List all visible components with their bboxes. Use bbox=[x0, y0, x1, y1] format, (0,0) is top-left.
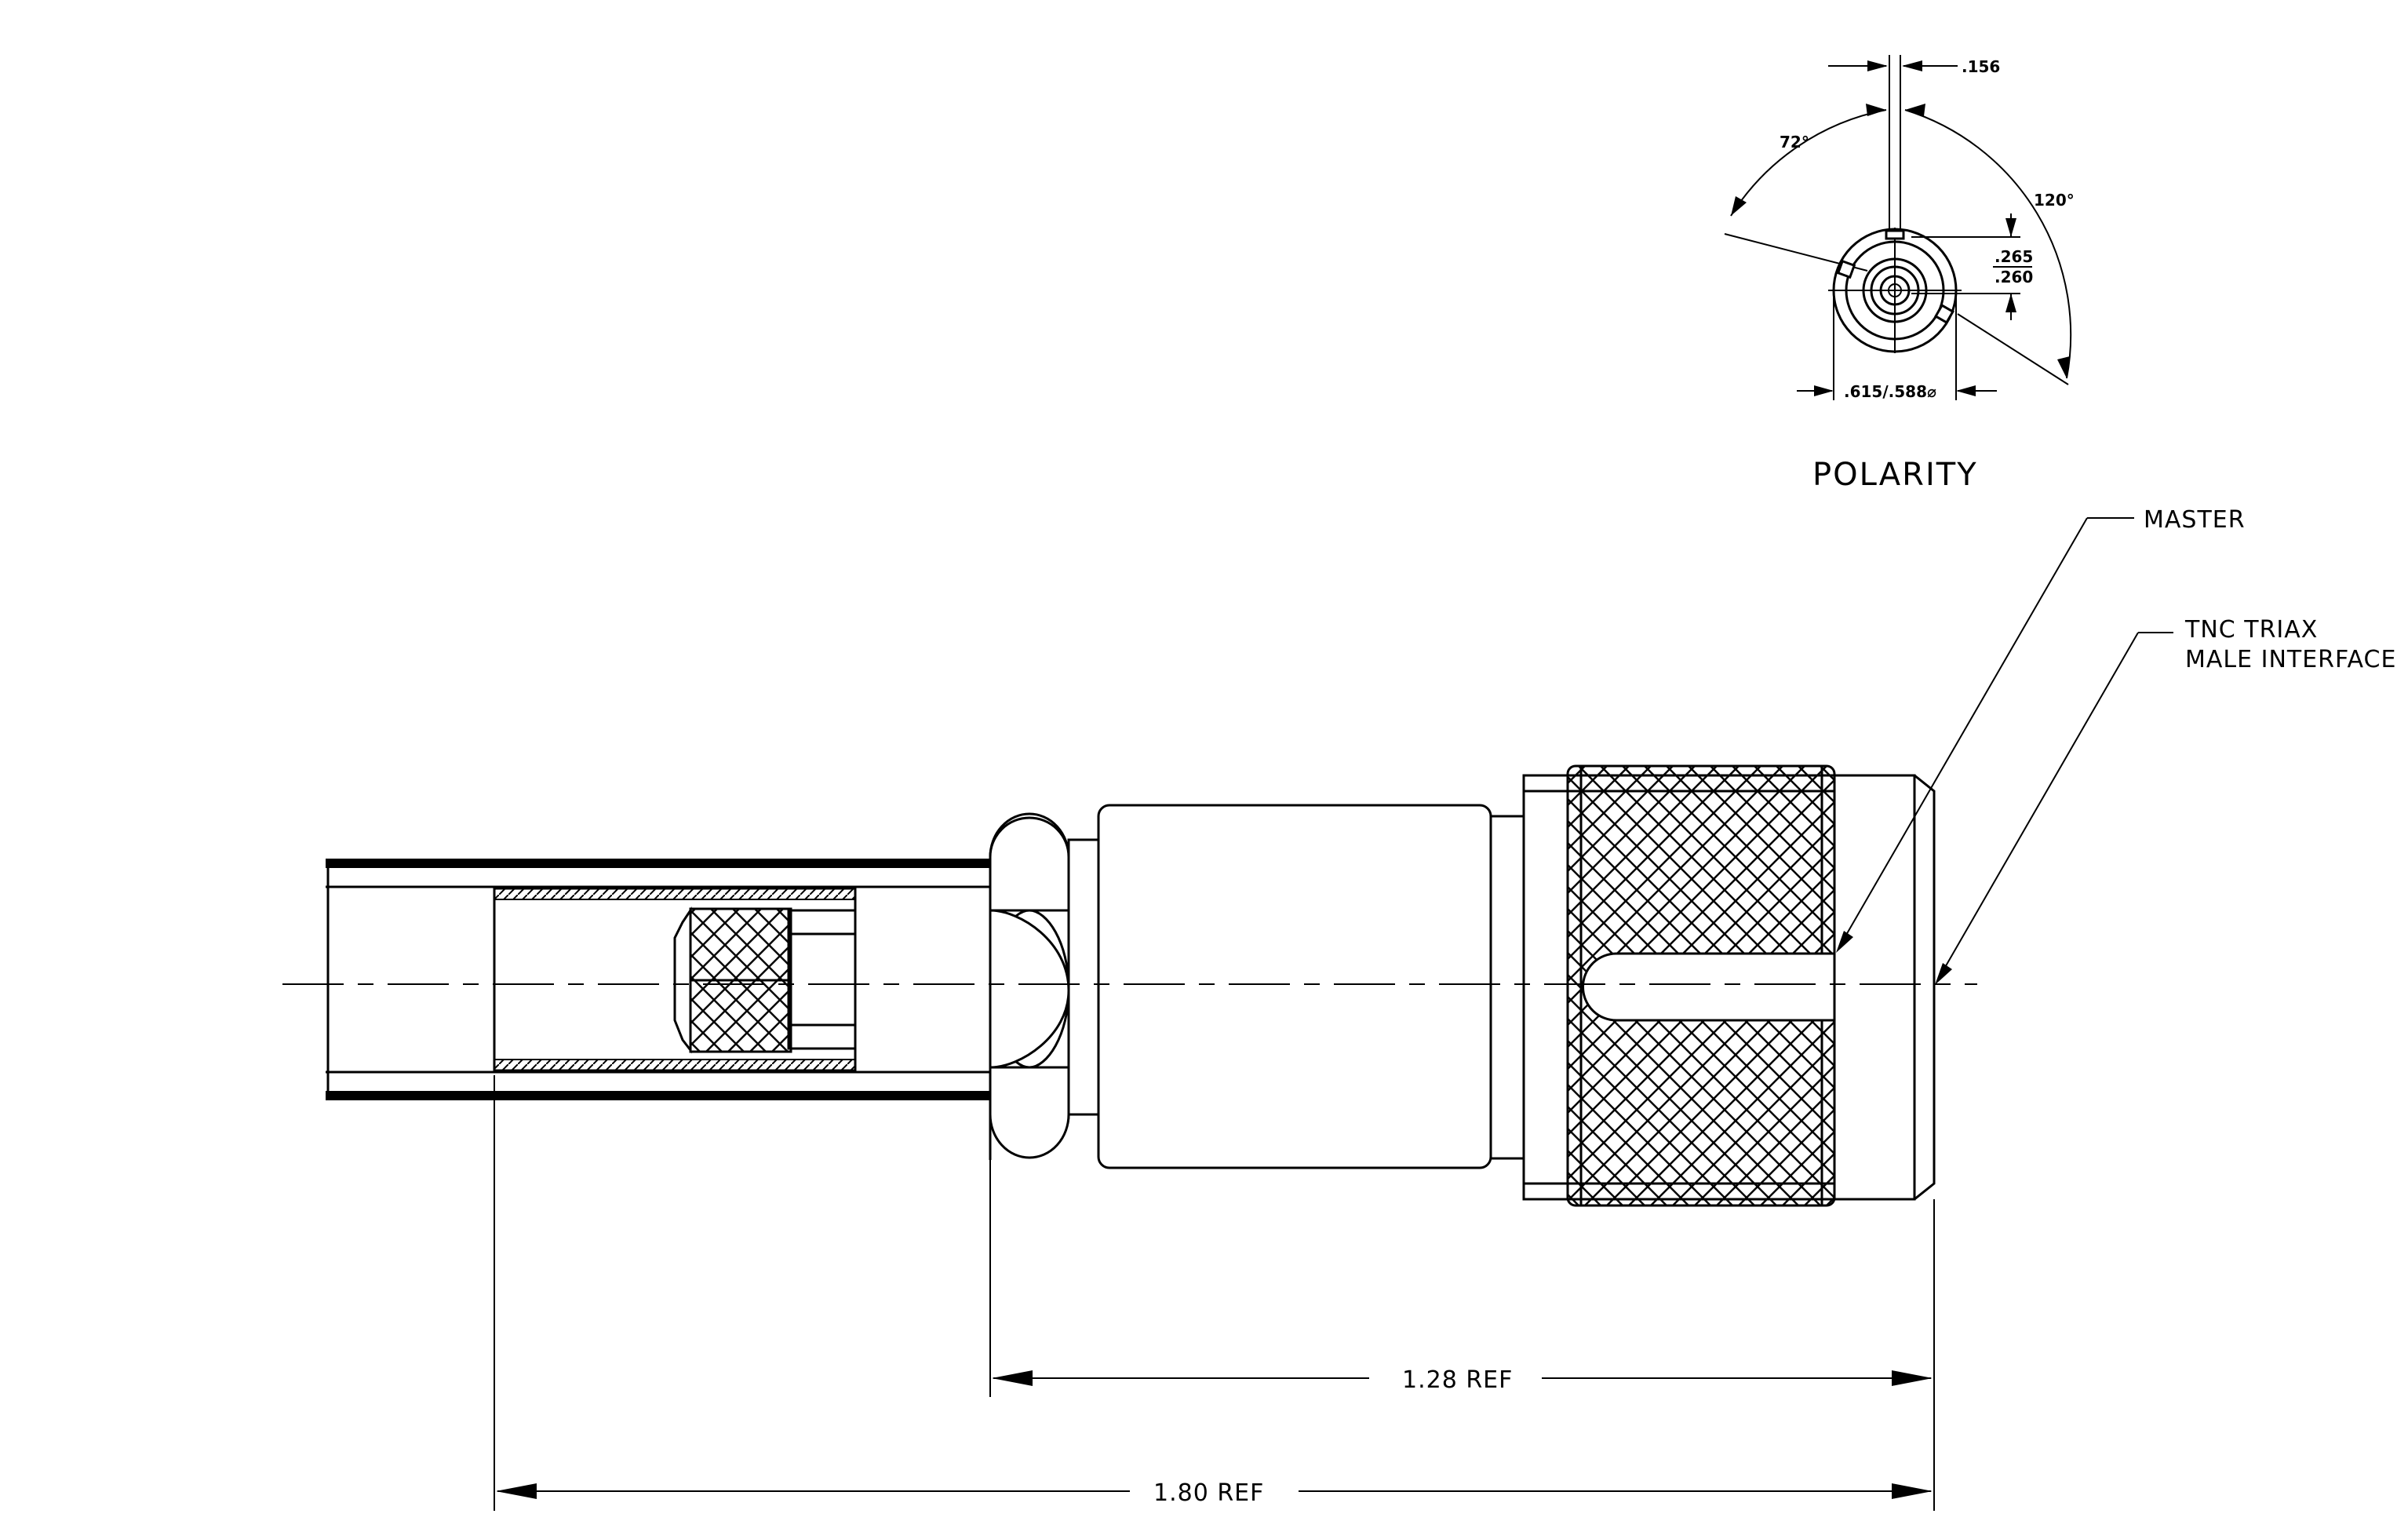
callouts: MASTER TNC TRIAX MALE INTERFACE bbox=[1836, 506, 2396, 985]
polarity-view: .156 72° 120° .265 bbox=[1724, 55, 2075, 493]
callout-interface-line1: TNC TRIAX bbox=[2184, 616, 2318, 644]
callout-interface-line2: MALE INTERFACE bbox=[2185, 646, 2396, 673]
dim-height-min: .260 bbox=[1995, 268, 2033, 286]
angle-left: 72° bbox=[1780, 133, 1809, 151]
dim-diameter: .615/.588⌀ bbox=[1844, 382, 1936, 401]
connector-side-view bbox=[282, 764, 1977, 1207]
callout-master: MASTER bbox=[2144, 506, 2246, 534]
angle-right: 120° bbox=[2034, 191, 2075, 210]
dimensions: 1.28 REF 1.80 REF bbox=[494, 1075, 1935, 1511]
dim-slot-width: .156 bbox=[1962, 57, 2000, 76]
dim-height-max: .265 bbox=[1995, 247, 2033, 266]
polarity-title: POLARITY bbox=[1812, 457, 1978, 493]
dim-ref-long: 1.80 REF bbox=[1153, 1479, 1264, 1507]
dim-ref-short: 1.28 REF bbox=[1402, 1366, 1513, 1394]
